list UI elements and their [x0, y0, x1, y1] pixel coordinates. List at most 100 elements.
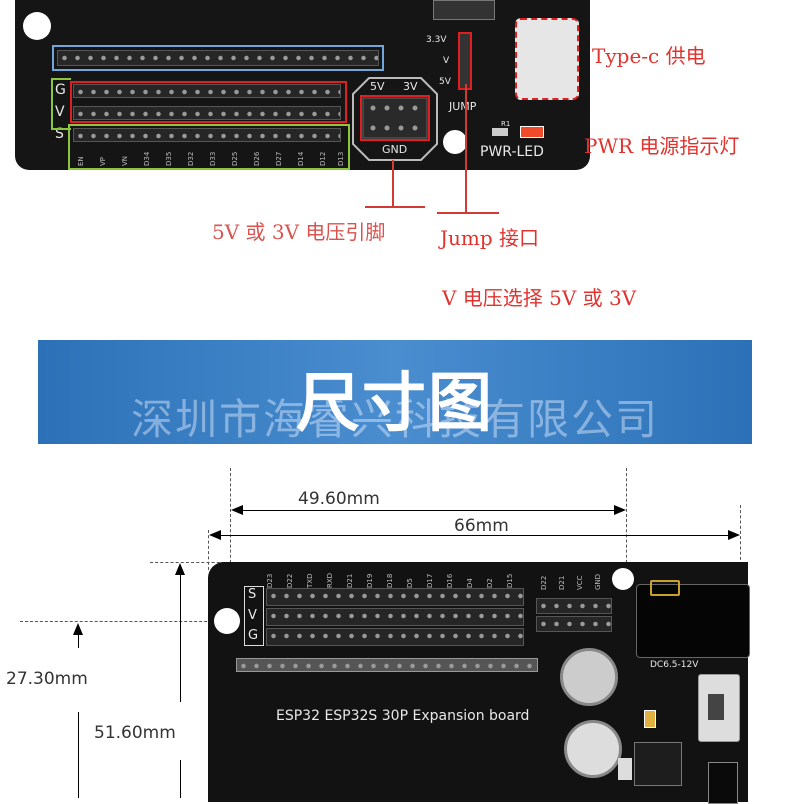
pin-label: D32 [187, 151, 195, 166]
board-caption: ESP32 ESP32S 30P Expansion board [276, 708, 530, 724]
power-pin-block [536, 598, 612, 614]
pin-label: D5 [406, 578, 414, 588]
arrow-up [175, 563, 185, 575]
row-label-frame [244, 586, 264, 646]
bottom-board-image: D23 D22 TXD RXD D21 D19 D18 D5 D17 D16 D… [208, 562, 750, 804]
v-pin-row [266, 608, 524, 626]
power-pin-block [536, 616, 612, 632]
pin-label: D34 [143, 151, 151, 166]
led-red-component [520, 126, 544, 138]
jump-leader-h [437, 212, 499, 214]
v-pin-row [73, 106, 341, 120]
capacitor [560, 648, 618, 706]
pin-label: D4 [466, 578, 474, 588]
jump-label-5v: 5V [439, 77, 451, 87]
s-pin-row [266, 588, 524, 606]
smd-component [618, 758, 632, 780]
regulator-chip [634, 742, 682, 786]
row-label-s: S [55, 126, 64, 142]
dim-width-total: 66mm [454, 516, 509, 536]
pin-label: D21 [558, 575, 566, 590]
dim-guide [20, 621, 232, 622]
jump-label: JUMP [449, 100, 477, 113]
dim-line-small [78, 632, 79, 648]
pin5v3v-leader-v [392, 160, 394, 208]
pin-label: D13 [337, 151, 345, 166]
jump-header [458, 32, 472, 90]
pin-label: D18 [386, 573, 394, 588]
pin-label: D23 [266, 573, 274, 588]
row-label-g: G [55, 82, 66, 98]
pin-label: VP [99, 156, 107, 166]
voltage-pin-block [352, 77, 438, 161]
blue-highlight [52, 45, 384, 71]
mounting-hole [443, 130, 467, 154]
pin-label: D16 [446, 573, 454, 588]
jump-label-v: V [443, 56, 450, 66]
pin5v3v-callout: 5V 或 3V 电压引脚 [212, 220, 386, 244]
regulator-chip [433, 0, 495, 20]
left-green-bracket [51, 78, 71, 130]
label-gnd: GND [382, 143, 408, 156]
r1-label: R1 [501, 120, 511, 128]
dim-guide [208, 530, 209, 570]
pin-label: VN [121, 155, 129, 166]
arrow-left [231, 505, 243, 515]
pwr-callout: PWR 电源指示灯 [584, 134, 740, 158]
dim-guide [230, 468, 231, 568]
pin-label: D33 [209, 151, 217, 166]
pin-label: TXD [306, 573, 314, 588]
arrow-left [209, 530, 221, 540]
g-pin-row [73, 84, 341, 98]
jump-leader-v [465, 84, 467, 214]
banner-watermark: 深圳市海睿兴科技有限公司 [130, 395, 659, 444]
pin-label: GND [594, 573, 602, 590]
row-label-s: S [248, 587, 257, 602]
pwr-led-label: PWR-LED [480, 144, 544, 160]
pin-label: EN [77, 156, 85, 166]
dim-line-large-lower [180, 760, 181, 798]
top-board-image: G V S EN VP VN D34 D35 D32 D33 D25 D26 D… [15, 0, 590, 170]
pin-label: D22 [286, 573, 294, 588]
typec-callout: Type-c 供电 [592, 44, 706, 68]
dim-height-large: 51.60mm [94, 723, 176, 743]
banner-title: 尺寸图 [296, 367, 494, 441]
g-pin-row [266, 628, 524, 646]
pin-label: D19 [366, 573, 374, 588]
jump-label-3v3: 3.3V [426, 35, 447, 45]
pin-label: D15 [506, 573, 514, 588]
label-3v: 3V [403, 80, 418, 93]
section-banner: 深圳市海睿兴科技有限公司 尺寸图 [38, 340, 752, 444]
single-pin-header [236, 658, 538, 672]
dim-line-small-lower [78, 712, 79, 798]
pin-label: D17 [426, 573, 434, 588]
dim-guide [626, 468, 627, 568]
pin-label: D2 [486, 578, 494, 588]
pin-label: D27 [275, 151, 283, 166]
arrow-right [728, 530, 740, 540]
dc-jack [636, 584, 750, 658]
dim-height-small: 27.30mm [6, 669, 88, 689]
usb-slot [708, 694, 724, 720]
row-label-v: V [55, 104, 65, 120]
pin-label: D22 [540, 575, 548, 590]
s-green-highlight [68, 124, 350, 170]
smd-component [644, 710, 656, 728]
vselect-callout: V 电压选择 5V 或 3V [442, 286, 637, 310]
mounting-hole [612, 568, 634, 590]
dim-guide [740, 505, 741, 565]
arrow-up [73, 623, 83, 635]
capacitor [564, 720, 622, 778]
pin5v3v-leader-h [365, 206, 425, 208]
pin-label: VCC [576, 575, 584, 590]
arrow-right [614, 505, 626, 515]
gv-red-highlight [70, 81, 347, 123]
led-component [492, 128, 508, 136]
dc-label: DC6.5-12V [650, 660, 699, 670]
typec-connector [515, 18, 579, 100]
dim-width-inner: 49.60mm [298, 489, 380, 509]
jump-callout: Jump 接口 [440, 226, 540, 250]
dim-line-total [214, 535, 734, 536]
s-pin-row [73, 128, 341, 142]
pin-label: D21 [346, 573, 354, 588]
